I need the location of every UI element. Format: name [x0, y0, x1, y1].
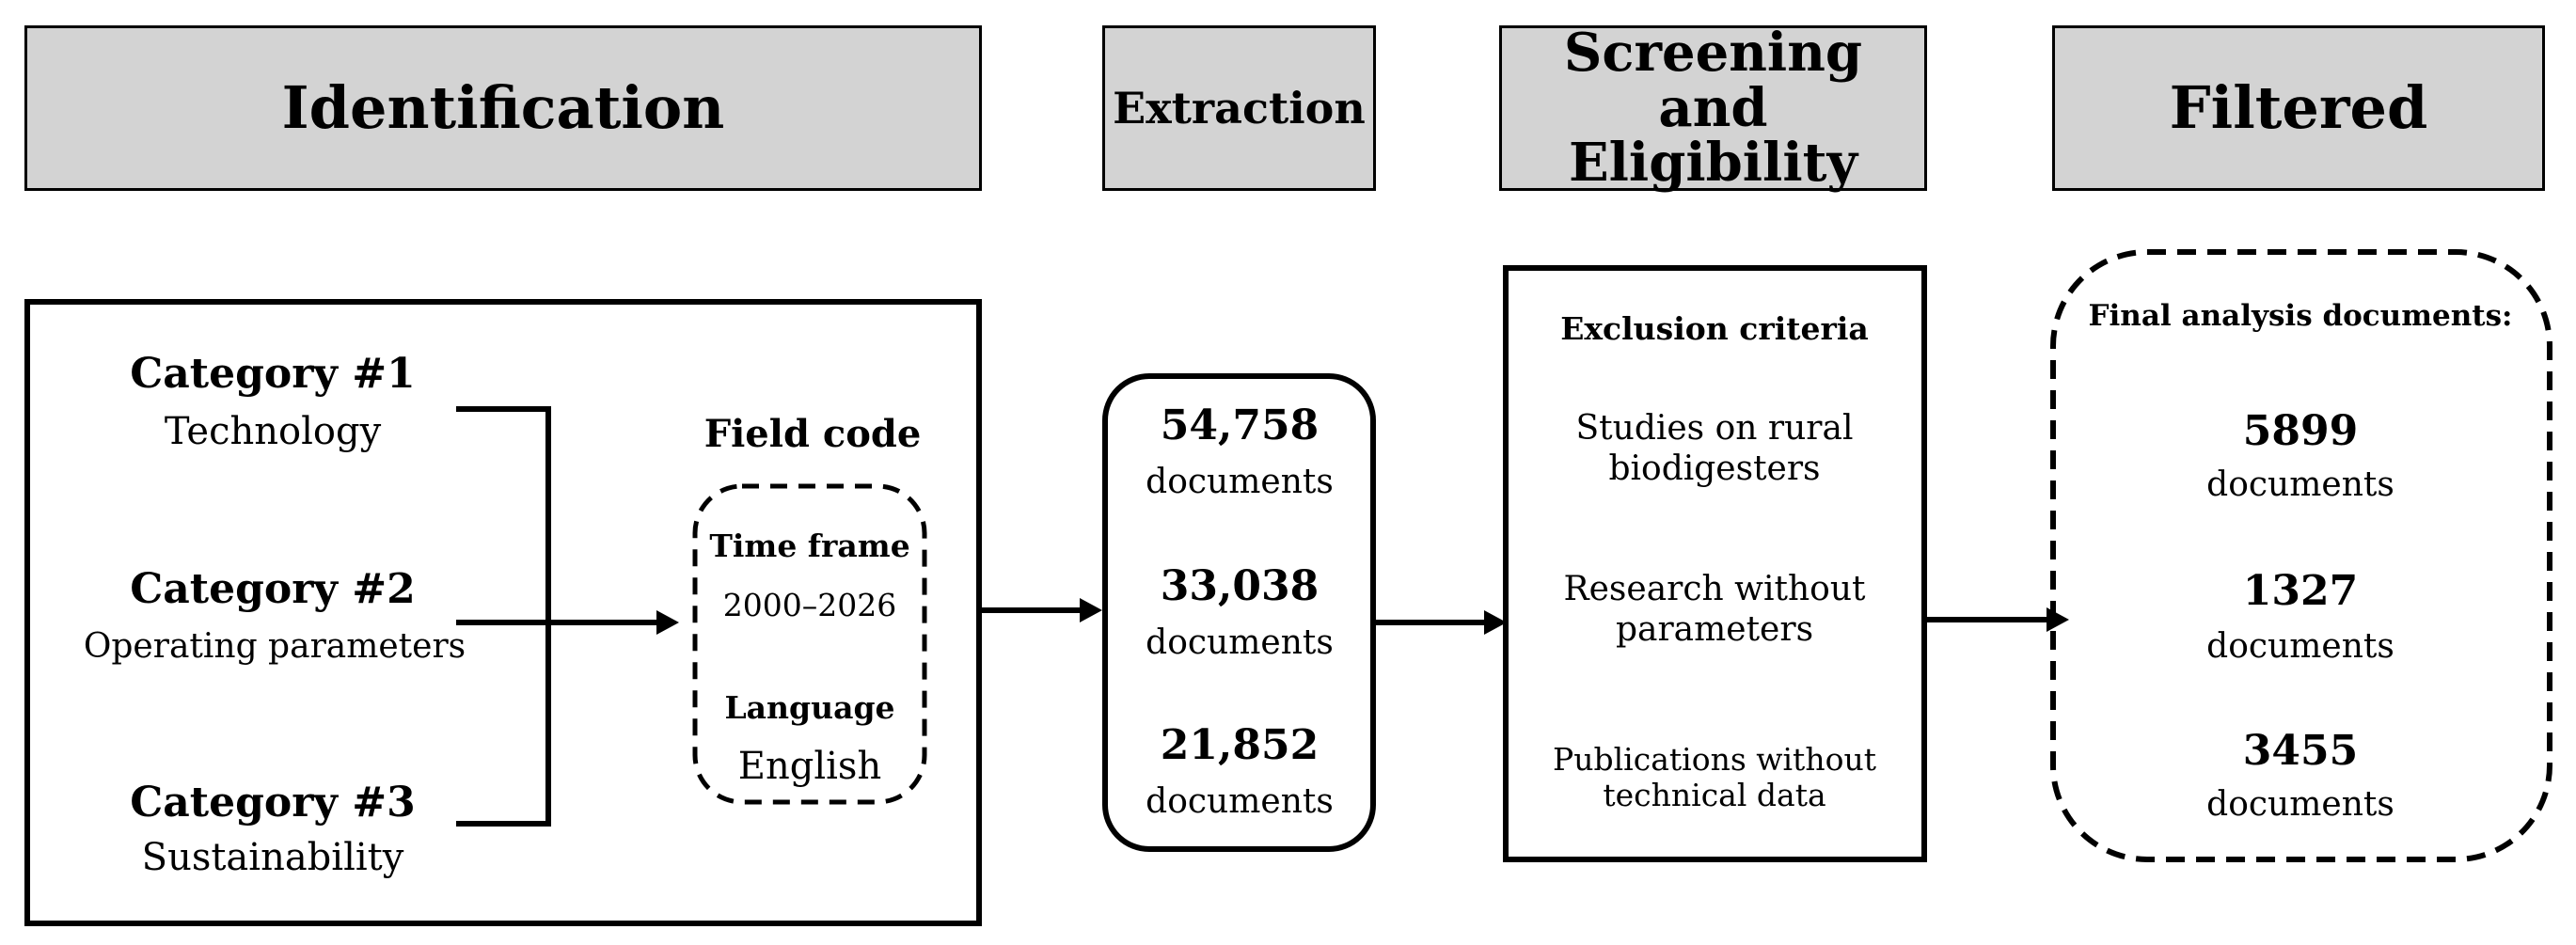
field-code-label: Field code [703, 412, 922, 456]
time-frame-value: 2000–2026 [722, 587, 897, 623]
header-screening-line1: Screening and [1563, 21, 1863, 139]
category-2-subtitle: Operating parameters [83, 627, 466, 666]
header-screening-line2: Eligibility [1568, 132, 1858, 195]
field-code-frame [692, 483, 927, 805]
language-label: Language [724, 689, 895, 726]
filtered-count-2: 1327 [2242, 567, 2359, 615]
category-2-title: Category #2 [130, 565, 416, 613]
criterion-1-line2: biodigesters [1608, 449, 1821, 488]
filtered-unit-2: documents [2206, 627, 2394, 666]
extraction-count-2: 33,038 [1160, 562, 1320, 610]
arrow-screening-to-filtered-line [1927, 617, 2059, 622]
bracket-branch-1 [456, 406, 551, 412]
exclusion-criteria-title: Exclusion criteria [1560, 310, 1869, 347]
final-analysis-title: Final analysis documents: [2088, 299, 2513, 333]
filtered-unit-3: documents [2206, 785, 2394, 824]
time-frame-label: Time frame [709, 528, 910, 564]
criterion-3-line1: Publications without [1553, 741, 1876, 778]
extraction-unit-1: documents [1146, 463, 1334, 501]
arrow-id-to-extraction-head [1080, 598, 1102, 622]
criterion-1-line1: Studies on rural [1575, 409, 1854, 448]
filtered-count-1: 5899 [2242, 407, 2359, 455]
criterion-2-line1: Research without [1563, 570, 1866, 608]
header-filtered-label: Filtered [2169, 73, 2428, 143]
bracket-branch-3 [456, 821, 551, 827]
header-identification-label: Identification [281, 73, 725, 143]
extraction-count-3: 21,852 [1160, 721, 1320, 769]
extraction-unit-3: documents [1146, 782, 1334, 821]
criterion-3-line2: technical data [1603, 777, 1826, 813]
bracket-spine [545, 406, 551, 827]
header-extraction-label: Extraction [1113, 82, 1366, 134]
header-filtered: Filtered [2052, 25, 2545, 191]
extraction-panel [1102, 373, 1376, 852]
extraction-unit-2: documents [1146, 623, 1334, 662]
arrow-id-to-extraction-line [982, 607, 1095, 613]
arrow-extraction-to-screening-line [1376, 620, 1489, 625]
category-3-title: Category #3 [130, 779, 416, 827]
language-value: English [737, 745, 882, 788]
header-identification: Identification [24, 25, 982, 191]
filtered-unit-1: documents [2206, 465, 2394, 504]
criterion-2-line2: parameters [1615, 610, 1814, 649]
category-1-title: Category #1 [130, 350, 416, 398]
arrow-to-field-code-head [656, 610, 679, 635]
bracket-branch-2 [456, 620, 668, 625]
header-screening-eligibility: Screening and Eligibility [1499, 25, 1927, 191]
header-extraction: Extraction [1102, 25, 1376, 191]
category-1-subtitle: Technology [164, 410, 382, 453]
screening-panel [1503, 265, 1927, 862]
filtered-frame [2050, 249, 2552, 862]
filtered-count-3: 3455 [2242, 727, 2359, 775]
extraction-count-1: 54,758 [1160, 402, 1320, 449]
category-3-subtitle: Sustainability [141, 836, 404, 879]
